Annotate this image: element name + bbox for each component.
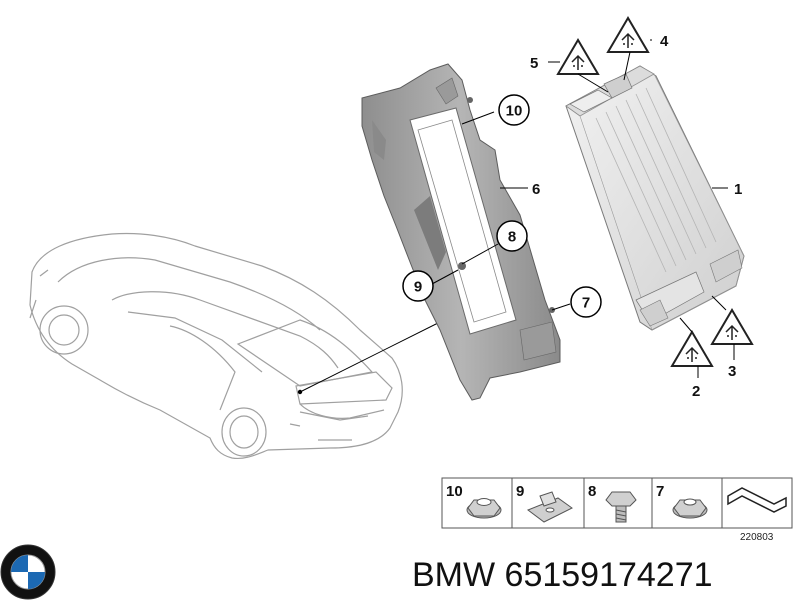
screw-8-icon — [605, 491, 637, 523]
callout-8-text: 8 — [508, 229, 516, 246]
zigzag-strip-icon — [727, 487, 787, 513]
callout-10: 10 — [498, 94, 530, 126]
callout-2-text: 2 — [692, 383, 700, 400]
callout-7-text: 7 — [582, 295, 590, 312]
callout-1-text: 1 — [734, 181, 742, 198]
callout-8: 8 — [496, 220, 528, 252]
plug-warning-icon — [556, 38, 600, 75]
callout-7: 7 — [570, 286, 602, 318]
callout-3-text: 3 — [728, 363, 736, 380]
hardware-legend: 10 9 8 7 — [441, 477, 793, 543]
car-outline — [29, 232, 403, 460]
callout-1: 1 — [734, 181, 742, 198]
nut-10-icon — [466, 498, 502, 519]
callout-4: 4 — [660, 33, 669, 50]
part-number-label: BMW 65159174271 — [412, 556, 713, 594]
leader-lines — [431, 39, 735, 378]
legend-item-7: 7 — [656, 483, 708, 519]
callout-9-text: 9 — [414, 279, 422, 296]
callout-6: 6 — [532, 181, 540, 198]
callout-9: 9 — [402, 270, 434, 302]
legend-label-7: 7 — [656, 483, 664, 500]
legend-item-10: 10 — [446, 483, 502, 519]
clip-nut-9-icon — [526, 491, 573, 523]
callout-3: 3 — [728, 363, 736, 380]
module-part-1 — [565, 65, 745, 331]
bmw-logo-icon — [0, 544, 56, 600]
callout-5-text: 5 — [530, 55, 538, 72]
car-leader-line — [299, 321, 441, 393]
plug-warning-icon — [670, 330, 714, 367]
callout-4-text: 4 — [660, 33, 669, 50]
legend-label-10: 10 — [446, 483, 463, 500]
plug-warning-icon — [710, 308, 754, 345]
callout-5: 5 — [530, 55, 538, 72]
plug-warning-icon — [606, 16, 650, 53]
nut-7-icon — [672, 498, 708, 519]
callout-10-text: 10 — [506, 103, 523, 120]
bracket-part-6 — [361, 63, 561, 401]
reference-number: 220803 — [740, 532, 774, 543]
legend-item-8: 8 — [588, 483, 637, 523]
legend-label-8: 8 — [588, 483, 596, 500]
legend-item-9: 9 — [516, 483, 573, 523]
legend-label-9: 9 — [516, 483, 524, 500]
callout-6-text: 6 — [532, 181, 540, 198]
callout-2: 2 — [692, 383, 700, 400]
